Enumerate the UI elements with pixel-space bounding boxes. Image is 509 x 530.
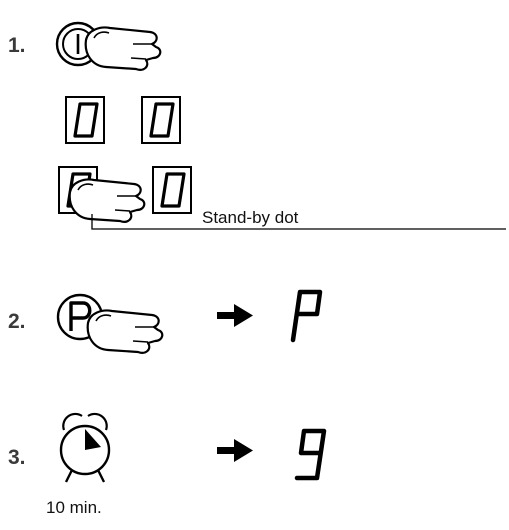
arrow-icon-2 bbox=[217, 439, 253, 462]
standby-leader-line bbox=[91, 214, 506, 230]
finger-press-icon-2 bbox=[68, 178, 146, 223]
step-1-number: 1. bbox=[8, 34, 26, 57]
alarm-clock-timer-icon bbox=[59, 412, 111, 483]
standby-dot-label: Stand-by dot bbox=[202, 208, 299, 227]
timer-caption: 10 min. bbox=[46, 498, 102, 517]
arrow-icon-1 bbox=[217, 304, 253, 327]
finger-press-icon-3 bbox=[86, 309, 164, 354]
result-digit-9 bbox=[294, 428, 327, 481]
display-top-row bbox=[65, 96, 181, 144]
result-digit-p bbox=[290, 289, 323, 343]
step-3-number: 3. bbox=[8, 446, 26, 469]
finger-press-icon-1 bbox=[84, 26, 162, 71]
step-2-number: 2. bbox=[8, 310, 26, 333]
